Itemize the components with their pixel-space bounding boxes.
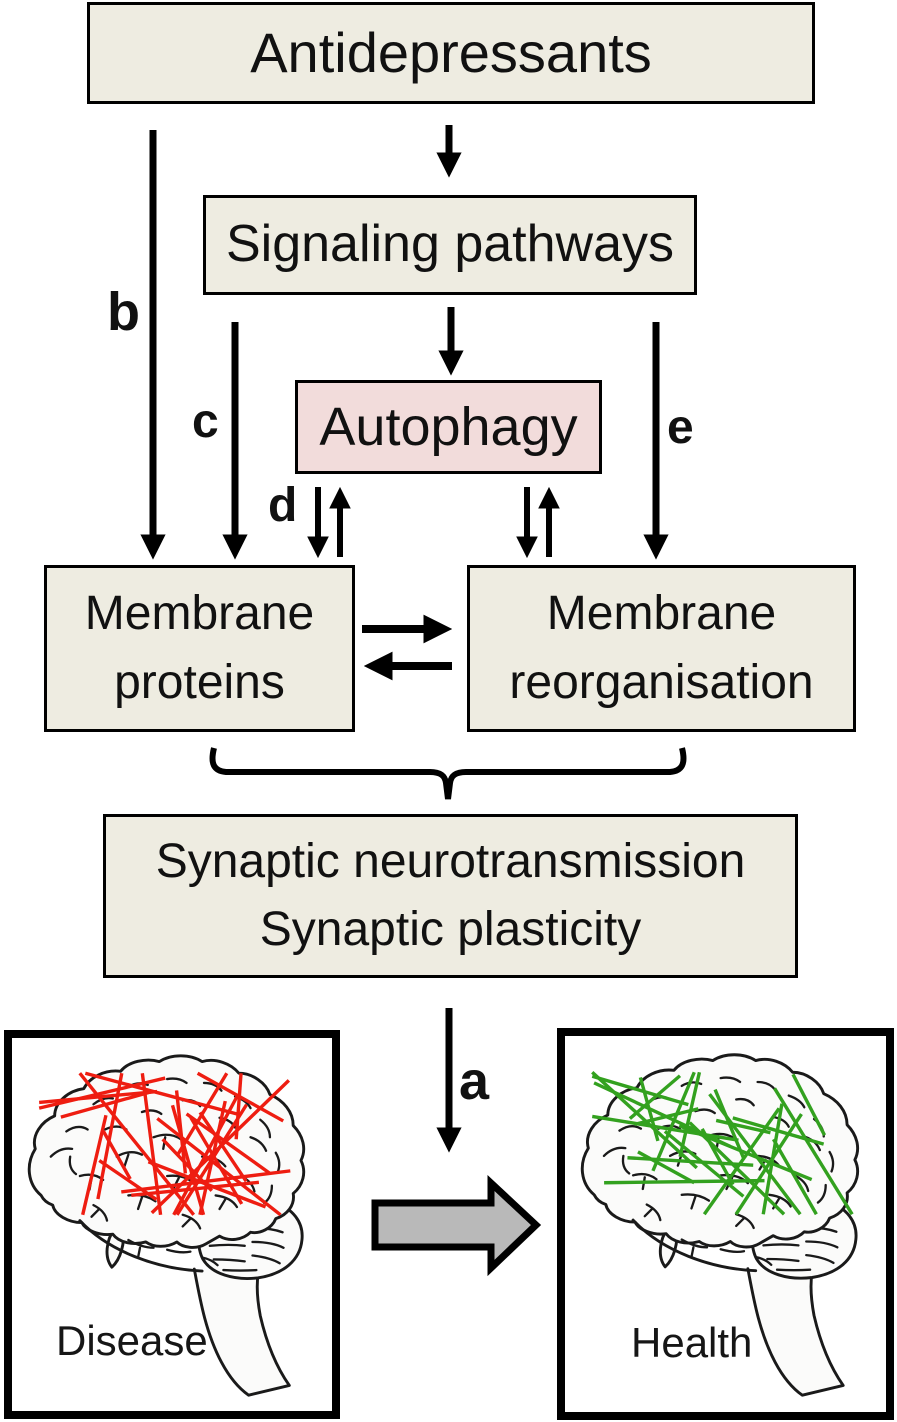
health-scribbles bbox=[591, 1070, 854, 1216]
node-signaling-pathways: Signaling pathways bbox=[203, 195, 697, 295]
node-membrane-proteins: Membrane proteins bbox=[44, 565, 355, 732]
node-synaptic: Synaptic neurotransmission Synaptic plas… bbox=[103, 814, 798, 978]
arrow-label-e: e bbox=[667, 401, 694, 454]
node-membrane-reorganisation-line1: Membrane bbox=[546, 587, 777, 641]
node-autophagy-label: Autophagy bbox=[319, 396, 578, 457]
node-membrane-reorganisation-line2: reorganisation bbox=[509, 655, 814, 709]
node-membrane-reorganisation: Membrane reorganisation bbox=[467, 565, 856, 732]
node-synaptic-line1: Synaptic neurotransmission bbox=[155, 834, 746, 888]
panel-health: Health bbox=[557, 1028, 894, 1420]
health-brain-illustration bbox=[580, 1053, 860, 1397]
health-label: Health bbox=[631, 1319, 753, 1366]
brace-membrane-to-synaptic bbox=[209, 747, 687, 800]
arrow-label-b: b bbox=[107, 282, 140, 342]
arrow-label-c: c bbox=[192, 395, 219, 448]
panel-disease: Disease bbox=[4, 1030, 340, 1419]
node-signaling-pathways-label: Signaling pathways bbox=[225, 215, 675, 274]
node-antidepressants-label: Antidepressants bbox=[250, 21, 652, 85]
node-autophagy: Autophagy bbox=[295, 380, 602, 474]
node-membrane-proteins-line2: proteins bbox=[114, 655, 285, 709]
disease-label: Disease bbox=[56, 1317, 208, 1364]
node-synaptic-line2: Synaptic plasticity bbox=[259, 903, 642, 956]
disease-scribbles bbox=[38, 1071, 291, 1217]
arrow-label-a: a bbox=[459, 1051, 490, 1111]
node-membrane-proteins-line1: Membrane bbox=[84, 587, 315, 641]
node-antidepressants: Antidepressants bbox=[87, 2, 815, 104]
disease-to-health-arrow bbox=[371, 1174, 542, 1277]
disease-brain-illustration bbox=[27, 1054, 306, 1397]
arrow-label-d: d bbox=[268, 479, 298, 532]
